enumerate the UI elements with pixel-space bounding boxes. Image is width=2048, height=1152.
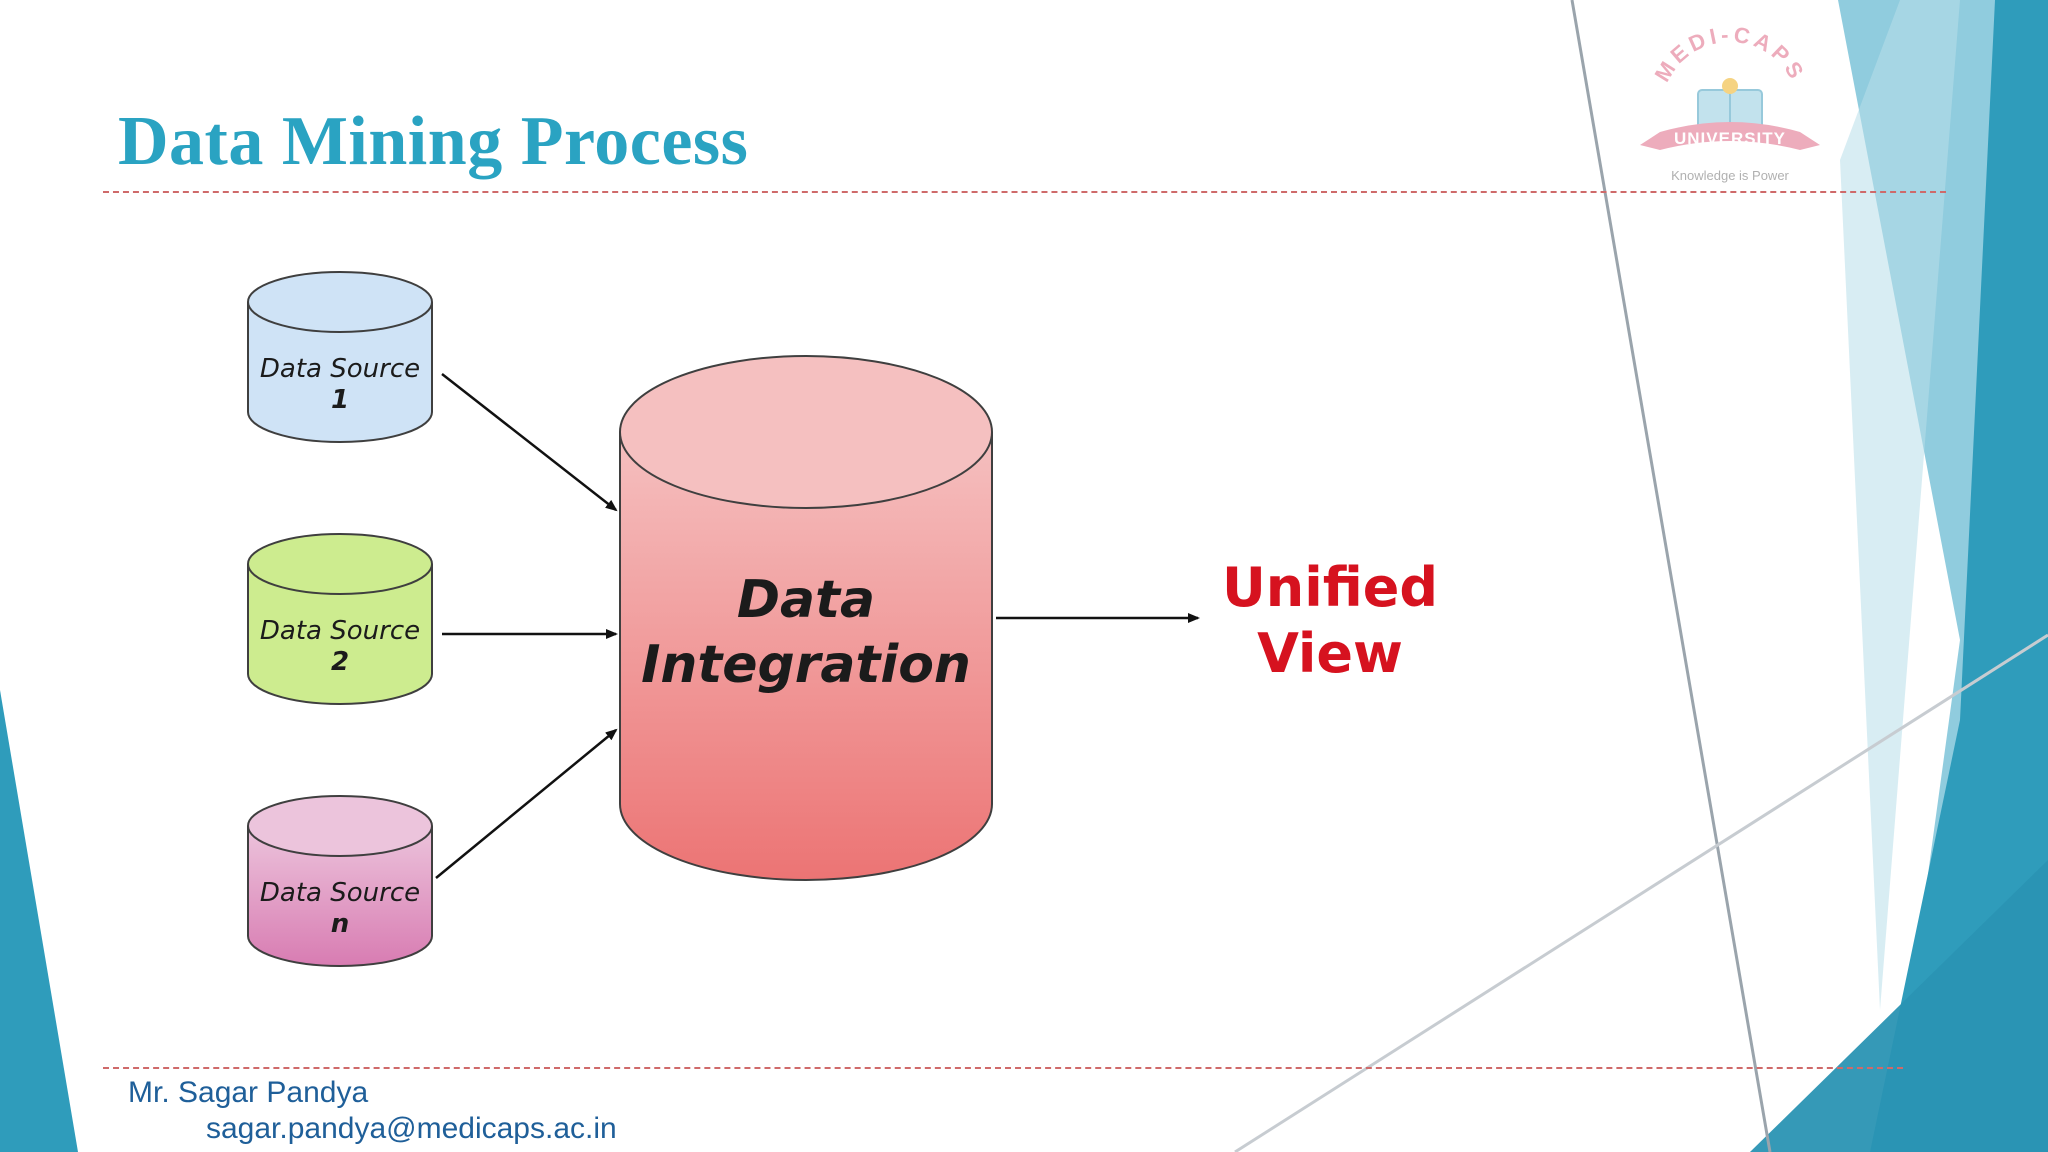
title-divider xyxy=(103,191,1946,193)
data-source-1-cylinder: Data Source 1 xyxy=(247,271,433,443)
arrow-source-n xyxy=(435,728,618,879)
bottom-right-accent xyxy=(1750,860,2048,1152)
data-integration-cylinder: Data Integration xyxy=(619,355,993,881)
logo-motto: Knowledge is Power xyxy=(1671,168,1789,183)
arrow-source-1 xyxy=(441,373,618,512)
data-source-n-cylinder: Data Source n xyxy=(247,795,433,967)
data-source-1-number: 1 xyxy=(331,385,349,415)
data-source-n-label: Data Source xyxy=(260,878,420,908)
data-integration-label-line2: Integration xyxy=(641,635,971,695)
author-name: Mr. Sagar Pandya xyxy=(128,1076,369,1109)
decor-line-diagonal xyxy=(1234,633,2048,1152)
data-source-n-number: n xyxy=(331,909,350,939)
university-logo: MEDI-CAPS UNIVERSITY Knowledge is Power xyxy=(1640,22,1820,183)
data-source-2-label: Data Source xyxy=(260,616,420,646)
logo-ribbon-text: UNIVERSITY xyxy=(1674,129,1786,148)
data-integration-label-line1: Data xyxy=(737,570,875,630)
data-source-2-cylinder: Data Source 2 xyxy=(247,533,433,705)
right-accent-band-pale xyxy=(1840,0,1960,1010)
unified-view-line1: Unified xyxy=(1221,556,1439,619)
unified-view-line2: View xyxy=(1257,622,1403,685)
author-email: sagar.pandya@medicaps.ac.in xyxy=(206,1112,617,1145)
footer-divider xyxy=(103,1067,1903,1069)
left-accent-band xyxy=(0,690,78,1152)
data-source-1-label: Data Source xyxy=(260,354,420,384)
page-title: Data Mining Process xyxy=(118,103,749,180)
right-accent-band-dark xyxy=(1870,0,2048,1152)
data-source-2-number: 2 xyxy=(331,647,349,677)
unified-view-label: Unified View xyxy=(1190,555,1470,687)
sun-icon xyxy=(1722,78,1738,94)
logo-ribbon xyxy=(1640,122,1820,150)
